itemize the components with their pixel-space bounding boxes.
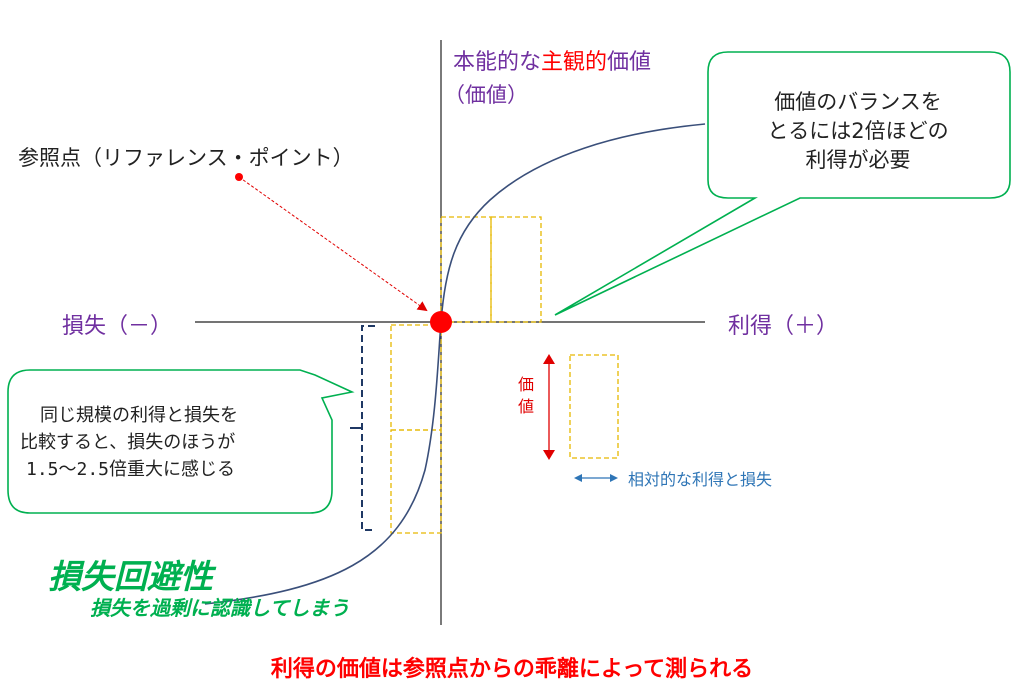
legend-box xyxy=(569,354,619,459)
bottom-caption: 利得の価値は参照点からの乖離によって測られる xyxy=(271,656,753,682)
loss-aversion-subtitle: 損失を過剰に認識してしまう xyxy=(90,596,349,620)
legend-value-label-2: 値 xyxy=(518,397,534,416)
reference-pointer-arrow xyxy=(238,176,428,312)
loss-aversion-title: 損失回避性 xyxy=(48,557,217,596)
loss-box-bottom xyxy=(390,429,442,534)
callout-right-line2: とるには2倍ほどの xyxy=(767,119,948,143)
y-axis-sublabel: （価値） xyxy=(444,83,528,107)
callout-left-line1: 同じ規模の利得と損失を xyxy=(40,405,238,426)
callout-right-bubble xyxy=(554,51,1011,316)
y-axis-label: 本能的な主観的価値 xyxy=(453,50,651,75)
callout-left-line3: 1.5～2.5倍重大に感じる xyxy=(26,459,235,480)
legend-relative-label: 相対的な利得と損失 xyxy=(628,470,772,489)
x-axis-right-label: 利得（＋） xyxy=(728,314,838,339)
gain-box-double xyxy=(490,216,542,323)
reference-point-marker xyxy=(430,311,452,333)
reference-point-label: 参照点（リファレンス・ポイント） xyxy=(18,146,354,170)
x-axis-left-label: 損失（－） xyxy=(62,314,172,339)
callout-right-line1: 価値のバランスを xyxy=(774,90,942,114)
loss-bracket xyxy=(361,325,375,531)
legend-value-label: 価 xyxy=(518,375,534,394)
value-function-curve xyxy=(204,123,706,605)
callout-left-bubble xyxy=(7,369,355,514)
callout-right-line3: 利得が必要 xyxy=(806,148,911,172)
callout-left-line2: 比較すると、損失のほうが xyxy=(20,432,235,453)
gain-box-small xyxy=(440,216,492,323)
legend-value-char: 価 xyxy=(518,375,534,394)
